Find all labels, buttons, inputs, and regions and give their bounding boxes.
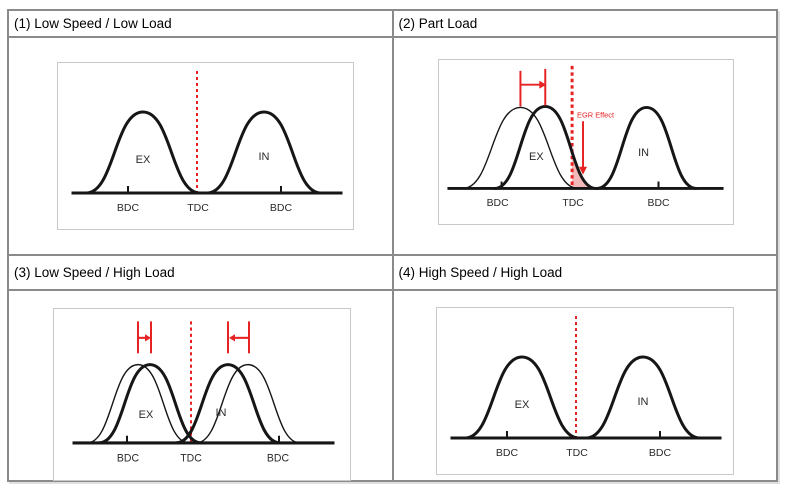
diagram-3-low-speed-high-load: EX IN BDC TDC BDC bbox=[72, 321, 335, 465]
intake-curve-advanced bbox=[174, 363, 282, 445]
bdc-left-label: BDC bbox=[117, 202, 140, 214]
cell1-body: EX IN BDC TDC BDC bbox=[9, 38, 392, 254]
cell4-title: (4) High Speed / High Load bbox=[393, 256, 776, 289]
tdc-label: TDC bbox=[187, 202, 209, 214]
intake-curve bbox=[584, 355, 701, 440]
diagram-panel-1: EX IN BDC TDC BDC bbox=[57, 62, 354, 230]
exhaust-curve-original bbox=[86, 363, 190, 444]
bdc-right-label: BDC bbox=[267, 452, 289, 464]
egr-effect-down-arrow bbox=[578, 121, 587, 175]
diagram-panel-2: EGR Effect EX IN BDC TDC BDC bbox=[437, 59, 734, 225]
ex-label: EX bbox=[514, 399, 529, 411]
cell4-title-text: (4) High Speed / High Load bbox=[398, 265, 563, 280]
cell4-body: EX IN BDC TDC BDC bbox=[393, 291, 776, 480]
exhaust-retard-measure-arrow bbox=[137, 321, 152, 354]
bdc-left-label: BDC bbox=[486, 198, 508, 209]
exhaust-curve-retarded bbox=[492, 104, 597, 190]
exhaust-curve-original bbox=[461, 106, 579, 190]
egr-overlap-region bbox=[571, 152, 596, 189]
diagram-4-high-speed-high-load: EX IN BDC TDC BDC bbox=[450, 316, 721, 459]
diagram-1-low-speed-low-load: EX IN BDC TDC BDC bbox=[71, 71, 343, 214]
bdc-left-label: BDC bbox=[117, 452, 139, 464]
bdc-left-label: BDC bbox=[495, 447, 518, 459]
intake-curve bbox=[205, 110, 323, 195]
cell2-title-text: (2) Part Load bbox=[398, 16, 478, 31]
cell2-body: EGR Effect EX IN BDC TDC BDC bbox=[393, 38, 776, 254]
bdc-right-label: BDC bbox=[648, 447, 671, 459]
bdc-right-label: BDC bbox=[647, 198, 669, 209]
exhaust-retard-measure-arrow bbox=[518, 68, 546, 107]
cell3-body: EX IN BDC TDC BDC bbox=[9, 291, 392, 481]
bdc-right-label: BDC bbox=[270, 202, 293, 214]
cell1-title-text: (1) Low Speed / Low Load bbox=[14, 16, 172, 31]
in-label: IN bbox=[216, 407, 227, 419]
exhaust-curve-retarded bbox=[97, 363, 203, 445]
intake-advance-measure-arrow bbox=[227, 321, 250, 354]
cell2-title: (2) Part Load bbox=[393, 11, 776, 36]
cell3-title-text: (3) Low Speed / High Load bbox=[14, 265, 175, 280]
cell3-title: (3) Low Speed / High Load bbox=[9, 256, 392, 289]
tdc-label: TDC bbox=[180, 452, 202, 464]
diagram-panel-3: EX IN BDC TDC BDC bbox=[53, 308, 351, 481]
in-label: IN bbox=[259, 151, 270, 163]
egr-effect-label: EGR Effect bbox=[577, 110, 614, 119]
tdc-label: TDC bbox=[566, 447, 588, 459]
diagram-2-part-load: EGR Effect EX IN BDC TDC BDC bbox=[446, 65, 724, 209]
intake-curve bbox=[594, 105, 698, 190]
ex-label: EX bbox=[139, 409, 154, 421]
exhaust-curve bbox=[84, 110, 202, 195]
ex-label: EX bbox=[529, 151, 544, 163]
in-label: IN bbox=[638, 147, 649, 159]
diagram-panel-4: EX IN BDC TDC BDC bbox=[435, 307, 734, 475]
exhaust-curve bbox=[463, 355, 580, 440]
tdc-label: TDC bbox=[562, 198, 584, 209]
timing-table: (1) Low Speed / Low Load (2) Part Load E… bbox=[7, 9, 778, 482]
in-label: IN bbox=[637, 396, 648, 408]
intake-curve-original bbox=[195, 363, 301, 444]
ex-label: EX bbox=[136, 154, 151, 166]
cell1-title: (1) Low Speed / Low Load bbox=[9, 11, 392, 36]
